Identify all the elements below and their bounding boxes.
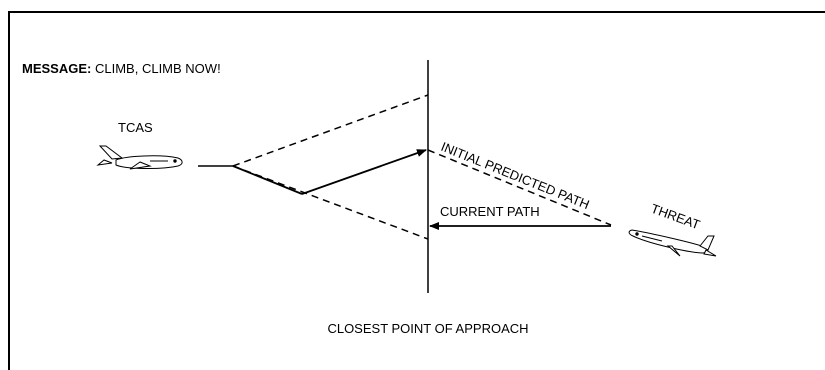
- current-path-label: CURRENT PATH: [440, 204, 540, 219]
- tcas-aircraft-icon: [96, 145, 183, 170]
- tcas-dashed-upper: [232, 94, 429, 167]
- initial-predicted-path-label: INITIAL PREDICTED PATH: [439, 139, 592, 212]
- initial-predicted-path-line: [427, 149, 612, 226]
- frame-border: [8, 11, 825, 370]
- tcas-dashed-lower: [232, 165, 429, 240]
- tcas-solid-branch: [232, 165, 303, 195]
- threat-label: THREAT: [649, 201, 702, 233]
- message-text: CLIMB, CLIMB NOW!: [95, 61, 221, 76]
- closest-point-label: CLOSEST POINT OF APPROACH: [327, 321, 528, 336]
- threat-aircraft-icon: [628, 229, 717, 257]
- tcas-climb-arrow: [301, 149, 427, 195]
- tcas-label: TCAS: [118, 120, 153, 135]
- message-key: MESSAGE:: [22, 61, 91, 76]
